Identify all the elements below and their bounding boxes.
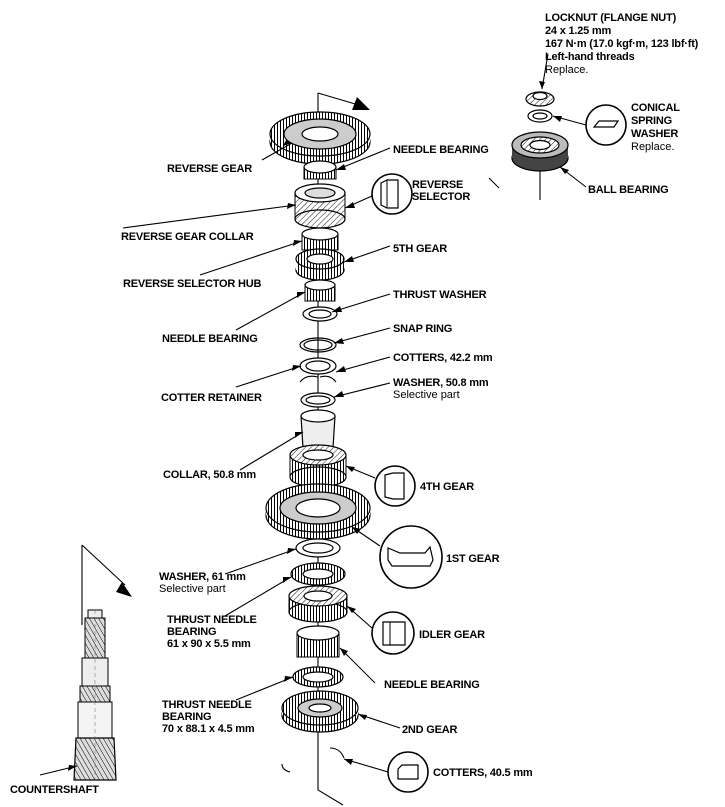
axis-lines — [81, 92, 541, 806]
cotters-42-part — [299, 375, 337, 383]
fourth-gear-part — [289, 444, 347, 488]
label-reverse-selector-2: SELECTOR — [412, 191, 470, 203]
conical-spring-washer-part — [527, 109, 553, 123]
label-collar-50: COLLAR, 50.8 mm — [163, 469, 256, 481]
label-washer-50-note: Selective part — [393, 389, 460, 401]
label-washer-61: WASHER, 61 mm — [159, 571, 246, 583]
label-locknut: LOCKNUT (FLANGE NUT) 24 x 1.25 mm 167 N·… — [545, 12, 699, 76]
locknut-torque: 167 N·m (17.0 kgf·m, 123 lbf·ft) — [545, 38, 699, 50]
locknut-thread: Left-hand threads — [545, 51, 635, 63]
cotters-40-detail-icon — [387, 751, 429, 793]
locknut-title: LOCKNUT (FLANGE NUT) — [545, 12, 677, 24]
conical-line2: SPRING — [631, 115, 672, 127]
conical-line3: WASHER — [631, 128, 678, 140]
conical-line1: CONICAL — [631, 102, 680, 114]
label-reverse-selector-hub: REVERSE SELECTOR HUB — [123, 278, 261, 290]
label-reverse-selector-1: REVERSE — [412, 179, 463, 191]
cotter-retainer-part — [299, 357, 337, 375]
label-needle-bearing-top: NEEDLE BEARING — [393, 144, 489, 156]
label-reverse-gear: REVERSE GEAR — [167, 163, 252, 175]
reverse-gear-part — [269, 111, 371, 165]
thrust-washer-part — [302, 306, 338, 322]
needle-bearing-mid-part — [304, 279, 336, 302]
locknut-part — [525, 91, 555, 107]
label-second-gear: 2ND GEAR — [402, 724, 457, 736]
label-washer-61-note: Selective part — [159, 583, 226, 595]
conical-note: Replace. — [631, 141, 674, 153]
label-snap-ring: SNAP RING — [393, 323, 452, 335]
label-needle-bearing-low: NEEDLE BEARING — [384, 679, 480, 691]
label-thrust-washer: THRUST WASHER — [393, 289, 487, 301]
label-fourth-gear: 4TH GEAR — [420, 481, 474, 493]
thrust-needle-bearing-2-part — [292, 666, 344, 688]
label-thrust-needle-2-b: BEARING — [162, 711, 211, 723]
needle-bearing-top-part — [303, 160, 337, 180]
first-gear-detail-icon — [379, 525, 443, 589]
cotters-40-part — [281, 747, 345, 773]
label-washer-50: WASHER, 50.8 mm — [393, 377, 489, 389]
reverse-gear-collar-part — [294, 183, 346, 229]
label-reverse-gear-collar: REVERSE GEAR COLLAR — [121, 231, 254, 243]
locknut-size: 24 x 1.25 mm — [545, 25, 612, 37]
label-fifth-gear: 5TH GEAR — [393, 243, 447, 255]
label-needle-bearing-mid: NEEDLE BEARING — [162, 333, 258, 345]
snap-ring-part — [299, 337, 337, 353]
first-gear-part — [265, 483, 371, 540]
label-cotter-retainer: COTTER RETAINER — [161, 392, 262, 404]
label-thrust-needle-1-a: THRUST NEEDLE — [167, 614, 257, 626]
label-first-gear: 1ST GEAR — [446, 553, 500, 565]
label-thrust-needle-1-b: BEARING — [167, 626, 216, 638]
label-thrust-needle-1-c: 61 x 90 x 5.5 mm — [167, 638, 251, 650]
washer-61-part — [295, 538, 341, 558]
reverse-selector-detail-icon — [371, 173, 413, 215]
second-gear-part — [281, 690, 359, 733]
idler-gear-detail-icon — [371, 611, 415, 655]
locknut-note: Replace. — [545, 64, 588, 76]
needle-bearing-low-part — [296, 625, 340, 658]
label-conical-spring-washer: CONICAL SPRING WASHER Replace. — [631, 102, 680, 153]
label-thrust-needle-2-c: 70 x 88.1 x 4.5 mm — [162, 723, 255, 735]
washer-50-part — [300, 392, 336, 408]
collar-50-part — [300, 409, 336, 449]
fourth-gear-detail-icon — [374, 465, 416, 507]
leader-lines — [39, 53, 587, 776]
leader-arrowheads — [68, 81, 569, 771]
idler-gear-part — [288, 585, 348, 623]
label-cotters-40: COTTERS, 40.5 mm — [433, 767, 533, 779]
conical-washer-detail-icon — [585, 104, 627, 146]
thrust-needle-bearing-1-part — [290, 562, 346, 586]
countershaft-part — [73, 609, 117, 781]
label-countershaft: COUNTERSHAFT — [10, 784, 99, 796]
reverse-selector-hub-part — [301, 227, 339, 251]
label-cotters-42: COTTERS, 42.2 mm — [393, 352, 493, 364]
ball-bearing-part — [511, 131, 569, 172]
label-ball-bearing: BALL BEARING — [588, 184, 669, 196]
label-thrust-needle-2-a: THRUST NEEDLE — [162, 699, 252, 711]
fifth-gear-part — [295, 248, 345, 281]
label-idler-gear: IDLER GEAR — [419, 629, 485, 641]
